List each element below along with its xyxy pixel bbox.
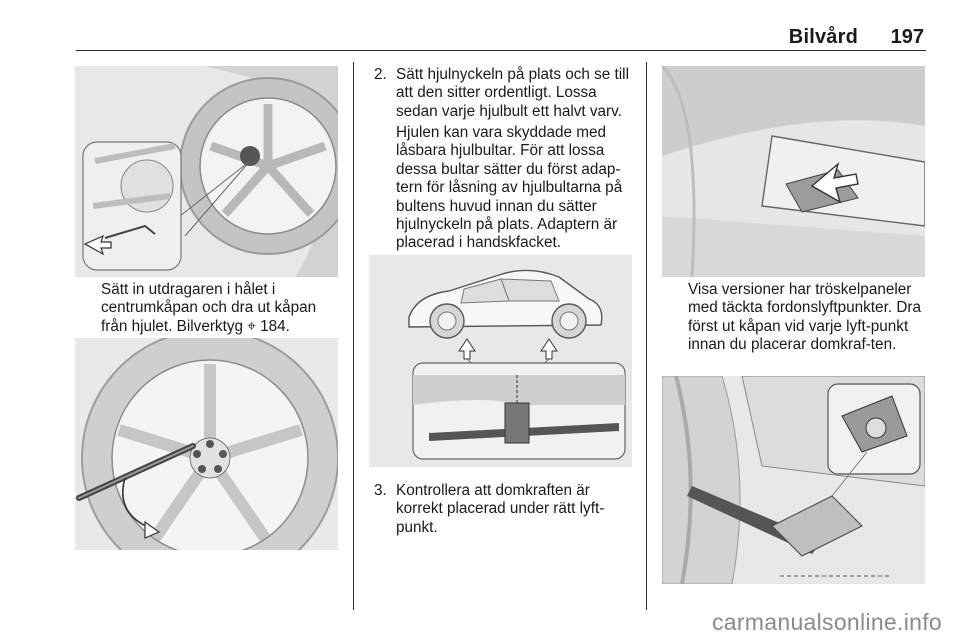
figure-sill-panel-cover (662, 66, 925, 277)
caption-hubcap: Sätt in utdragaren i hålet i centrumkåpa… (101, 281, 317, 335)
watermark: carmanualsonline.info (711, 609, 942, 635)
page-number: 197 (890, 26, 924, 48)
column-divider-left (353, 62, 354, 610)
figure-wheel-wrench (75, 338, 338, 550)
step-3-number: 3. (374, 482, 387, 499)
caption-sill-panel: Visa versioner har tröskelpaneler med tä… (688, 281, 921, 354)
header-rule (76, 50, 926, 51)
step-3: 3. Kontrollera att domkraften är korrekt… (374, 482, 636, 537)
step-2-note: Hjulen kan vara skyddade med låsbara hju… (396, 124, 623, 252)
step-3-text: Kontrollera att domkraften är korrekt pl… (396, 482, 605, 536)
figure-hubcap-removal (75, 66, 338, 277)
header-title: Bilvård (788, 26, 858, 48)
step-2-number: 2. (374, 66, 387, 83)
step-2-text: Sätt hjulnyckeln på plats och se till at… (396, 66, 629, 120)
figure-jack-placement (662, 376, 925, 584)
figure-jack-lift-points (369, 255, 632, 467)
step-2: 2. Sätt hjulnyckeln på plats och se till… (374, 66, 636, 121)
column-divider-right (646, 62, 647, 610)
